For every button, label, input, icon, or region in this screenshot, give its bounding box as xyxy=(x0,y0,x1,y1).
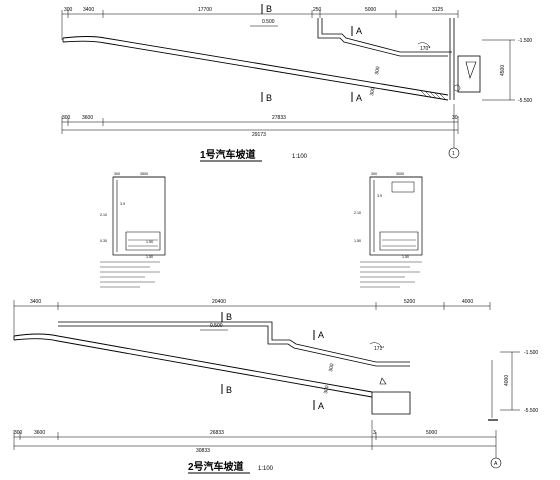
ramp2-section-a-bottom: A xyxy=(318,401,324,411)
ramp2-section-a-top: A xyxy=(318,330,324,340)
ramp1-angle-label: 170° xyxy=(420,46,430,52)
ramp2-right-dim: 4000 xyxy=(504,375,510,386)
ramp1-thickness-1: 300 xyxy=(374,66,381,75)
detail-right-label-1: 3.9 xyxy=(377,194,382,198)
ramp1-axis-label: 1 xyxy=(452,151,455,157)
detail-left-label-5: 1.50 xyxy=(146,255,153,259)
detail-left-dim-1: 300 xyxy=(114,172,120,176)
detail-left-label-2: 2.10 xyxy=(100,213,107,217)
ramp2-dim-bot-3: 26833 xyxy=(210,430,224,436)
detail-right-dim-1: 300 xyxy=(371,172,377,176)
ramp2-thickness-2: 300 xyxy=(323,385,330,394)
ramp1-section-a-top: A xyxy=(356,26,362,36)
detail-left: 300 3500 3.9 2.10 0.30 1.50 1.50 xyxy=(100,172,166,288)
ramp1-dim-bot-3: 27833 xyxy=(272,115,286,121)
ramp2-level-top: -1.500 xyxy=(524,350,538,356)
ramp1-section-b-top: B xyxy=(266,4,272,14)
ramp1-level-bottom: -5.500 xyxy=(518,98,532,104)
ramp2-axis-label: A xyxy=(494,461,498,467)
ramp1-section-a-bottom: A xyxy=(356,93,362,103)
ramp1-dim-top-5: 5000 xyxy=(365,7,376,13)
ramp1-title: 1号汽车坡道 xyxy=(200,148,256,161)
detail-right-label-4: 1.50 xyxy=(402,255,409,259)
ramp1-dim-bot-4: 30 xyxy=(452,115,458,121)
ramp2-dim-top-1: 3400 xyxy=(30,299,41,305)
ramp2-dim-top-2: 20400 xyxy=(212,299,226,305)
ramp2-dim-bot-4: 3 xyxy=(373,430,376,436)
ramp2-title: 2号汽车坡道 xyxy=(188,460,244,473)
ramp2-section-b-top: B xyxy=(226,312,232,322)
detail-right-label-2: 2.10 xyxy=(354,211,361,215)
ramp-1-section: 300 3400 17700 250 5000 3125 0.500 -1.50… xyxy=(61,4,532,162)
ramp2-thickness-1: 300 xyxy=(328,363,335,372)
ramp1-dim-top-4: 250 xyxy=(313,7,322,13)
ramp1-thickness-2: 300 xyxy=(369,87,376,96)
ramp1-dim-top-6: 3125 xyxy=(432,7,443,13)
ramp2-dim-bot-5: 5000 xyxy=(426,430,437,436)
ramp1-dim-bot-1: 300 xyxy=(62,115,71,121)
detail-left-label-4: 1.50 xyxy=(146,240,153,244)
ramp1-slope-label: 0.500 xyxy=(262,19,275,25)
ramp1-dim-top-1: 300 xyxy=(64,7,73,13)
detail-left-label-3: 0.30 xyxy=(100,239,107,243)
ramp2-dim-total: 30833 xyxy=(196,448,210,454)
ramp2-dim-bot-2: 3600 xyxy=(34,430,45,436)
ramp-2-section: 3400 20400 5200 4000 0.500 -1.500 -5.500… xyxy=(13,299,538,474)
ramp1-right-dim: 4500 xyxy=(500,65,506,76)
ramp1-scale: 1:100 xyxy=(292,154,308,160)
ramp2-section-b-bottom: B xyxy=(226,385,232,395)
ramp2-dim-bot-1: 300 xyxy=(14,430,23,436)
detail-left-label-1: 3.9 xyxy=(120,202,125,206)
ramp1-dim-top-3: 17700 xyxy=(198,7,212,13)
ramp2-angle-label: 171° xyxy=(374,346,384,352)
ramp1-section-b-bottom: B xyxy=(266,93,272,103)
ramp2-dim-top-3: 5200 xyxy=(404,299,415,305)
ramp1-level-top: -1.500 xyxy=(518,38,532,44)
ramp1-dim-bot-2: 3600 xyxy=(82,115,93,121)
ramp2-dim-top-4: 4000 xyxy=(462,299,473,305)
detail-left-dim-2: 3500 xyxy=(140,172,148,176)
detail-right-dim-2: 3000 xyxy=(396,172,404,176)
detail-right: 300 3000 3.9 2.10 1.50 1.50 xyxy=(354,172,423,288)
ramp1-dim-total: 29173 xyxy=(252,132,266,138)
ramp2-level-bottom: -5.500 xyxy=(524,408,538,414)
ramp2-scale: 1:100 xyxy=(258,466,274,472)
detail-right-label-3: 1.50 xyxy=(354,239,361,243)
ramp1-dim-top-2: 3400 xyxy=(83,7,94,13)
